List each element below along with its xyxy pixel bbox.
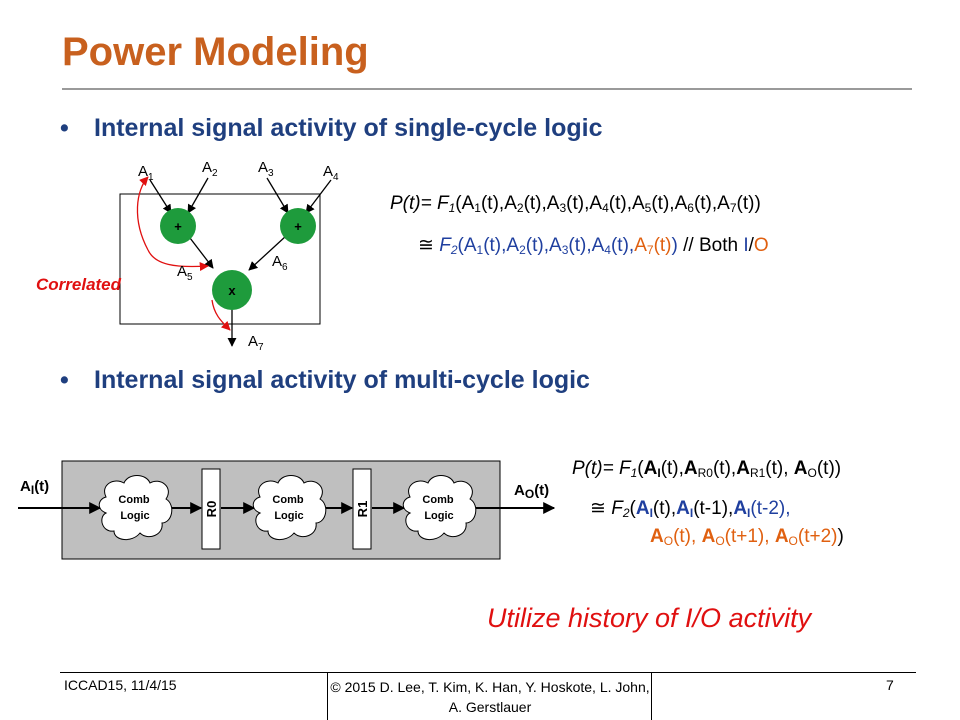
- bullet-single-cycle: • Internal signal activity of single-cycl…: [60, 114, 602, 143]
- bullet-text: Internal signal activity of multi-cycle …: [94, 366, 590, 394]
- multi-cycle-diagram: Comb Logic Comb Logic Comb Logic R0 R1: [18, 460, 556, 560]
- wire-a6: [248, 235, 287, 271]
- signal-label-a4: A4: [323, 163, 339, 183]
- bullet-text: Internal signal activity of single-cycle…: [94, 114, 603, 142]
- correlated-label: Correlated: [36, 275, 122, 294]
- footer-copyright: © 2015 D. Lee, T. Kim, K. Han, Y. Hoskot…: [330, 679, 650, 715]
- register-r1: [352, 468, 372, 550]
- svg-text:Logic: Logic: [424, 510, 453, 522]
- signal-label-a3: A3: [258, 159, 274, 179]
- footer-rule: [60, 672, 916, 673]
- svg-text:Comb: Comb: [272, 494, 303, 506]
- wire-a5: [189, 237, 214, 269]
- adder-symbol: +: [294, 219, 302, 234]
- bullet-dot: •: [60, 114, 69, 142]
- input-label: AI(t): [20, 478, 50, 497]
- single-cycle-diagram: + + x A1 A2 A3 A4 A5 A6 A7: [119, 159, 339, 353]
- slide-title: Power Modeling: [62, 30, 369, 74]
- correlation-arrow-a5: [147, 249, 209, 272]
- power-equation-approx-single: ≅ F2(A1(t),A2(t),A3(t),A4(t),A7(t)) // B…: [418, 235, 769, 257]
- comb-logic-cloud-0: Comb Logic: [98, 475, 173, 540]
- adder-node-right: [280, 208, 316, 244]
- register-r1-label: R1: [355, 501, 370, 518]
- wire-a3: [266, 177, 289, 214]
- multiplier-symbol: x: [228, 283, 236, 298]
- comb-logic-cloud-1: Comb Logic: [252, 475, 327, 540]
- svg-text:Logic: Logic: [120, 510, 149, 522]
- footer-divider: [327, 672, 328, 720]
- correlation-arrow-a1: [136, 176, 149, 251]
- output-label: AO(t): [514, 482, 550, 501]
- signal-label-a1: A1: [138, 163, 154, 183]
- adder-node-left: [160, 208, 196, 244]
- correlation-arrow-a7: [211, 299, 231, 331]
- register-r0-label: R0: [204, 501, 219, 518]
- svg-text:Comb: Comb: [422, 494, 453, 506]
- bullet-multi-cycle: • Internal signal activity of multi-cycle…: [60, 366, 590, 395]
- wire-a4: [305, 179, 332, 214]
- comb-logic-cloud-2: Comb Logic: [402, 475, 477, 540]
- power-equation-single: P(t)= F1(A1(t),A2(t),A3(t),A4(t),A5(t),A…: [390, 193, 761, 215]
- signal-label-a5: A5: [177, 263, 193, 283]
- signal-label-a7: A7: [248, 333, 264, 353]
- signal-label-a6: A6: [272, 253, 288, 273]
- adder-symbol: +: [174, 219, 182, 234]
- footer-page-number: 7: [886, 677, 894, 693]
- svg-text:Comb: Comb: [118, 494, 149, 506]
- footer-divider: [651, 672, 652, 720]
- register-r0: [201, 468, 221, 550]
- utilize-history-callout: Utilize history of I/O activity: [487, 603, 812, 633]
- svg-text:Logic: Logic: [274, 510, 303, 522]
- eq-lhs: P(t)=: [390, 193, 437, 214]
- power-equation-approx-multi-cont: AO(t), AO(t+1), AO(t+2)): [650, 526, 844, 548]
- eq-func: F: [436, 193, 449, 214]
- wire-a2: [187, 177, 209, 214]
- footer-conference-date: ICCAD15, 11/4/15: [64, 677, 177, 693]
- multiplier-node: [212, 270, 252, 310]
- power-equation-multi: P(t)= F1(AI(t),AR0(t),AR1(t), AO(t)): [572, 458, 842, 480]
- power-equation-approx-multi: ≅ F2(AI(t),AI(t-1),AI(t-2),: [590, 498, 791, 520]
- signal-label-a2: A2: [202, 159, 218, 179]
- wire-a1: [149, 179, 172, 214]
- title-rule: [62, 88, 912, 90]
- bullet-dot: •: [60, 366, 69, 394]
